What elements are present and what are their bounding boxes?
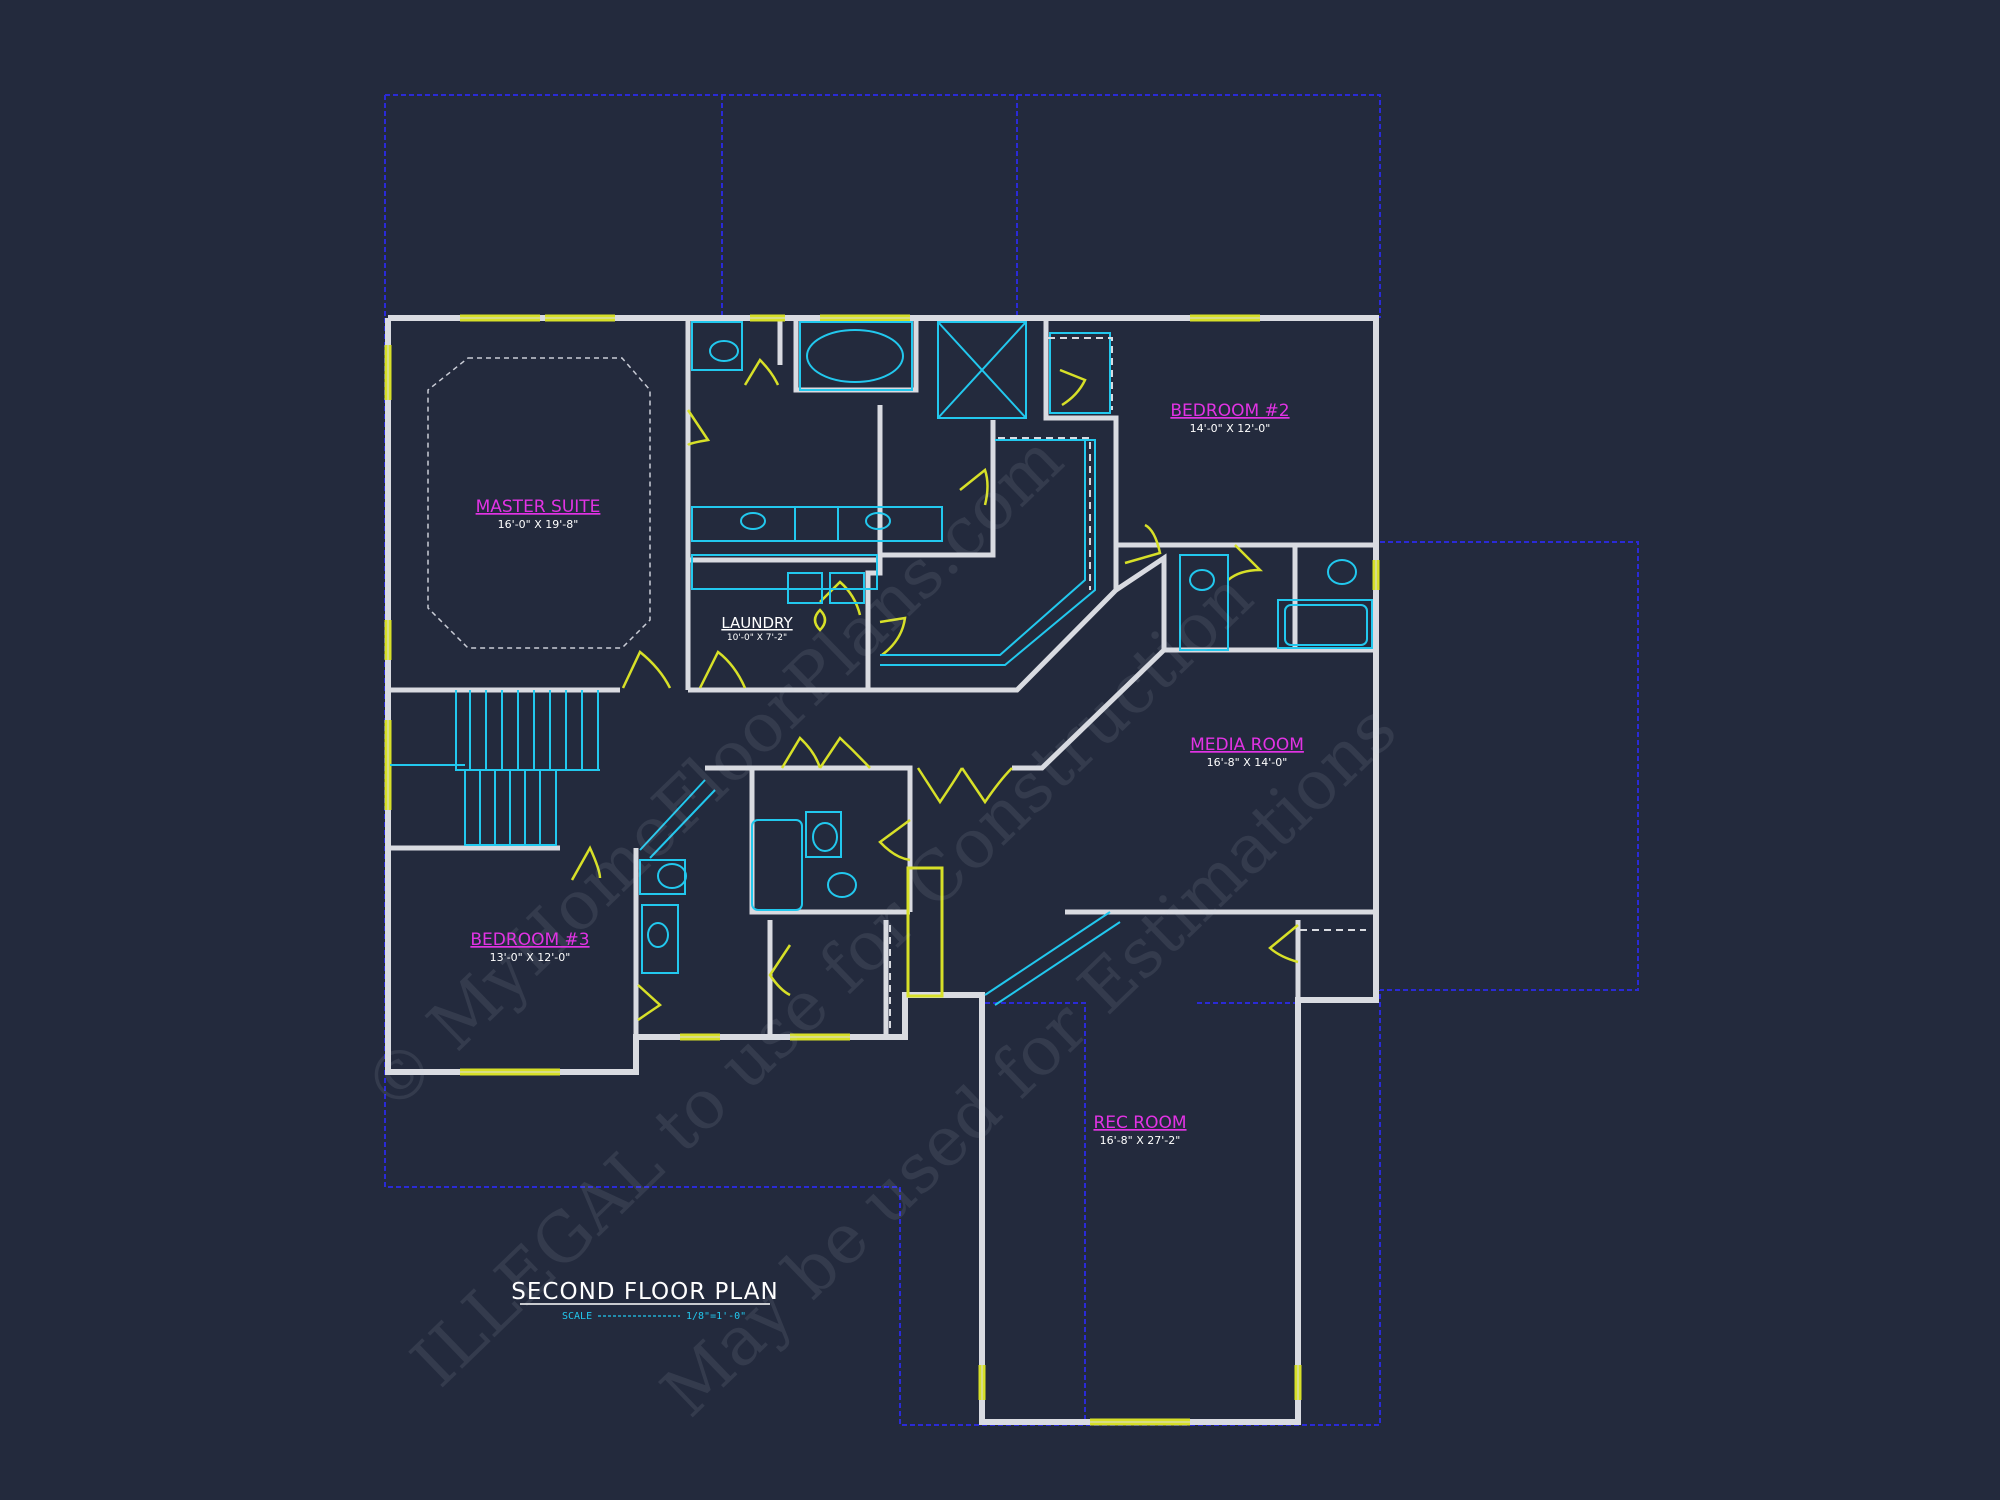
laundry-name: LAUNDRY: [721, 614, 793, 632]
rec-room-dims: 16'-8" X 27'-2": [1100, 1134, 1181, 1147]
master-suite-name: MASTER SUITE: [476, 497, 601, 517]
watermark: © MyHomeFloorPlans.com ILLEGAL to use fo…: [349, 420, 1412, 1432]
rec-room-name: REC ROOM: [1093, 1113, 1186, 1133]
bedroom3-name: BEDROOM #3: [470, 930, 589, 950]
room-labels: MASTER SUITE 16'-0" X 19'-8" LAUNDRY 10'…: [470, 401, 1304, 1147]
windows: [384, 314, 1380, 1426]
svg-text:© MyHomeFloorPlans.com: © MyHomeFloorPlans.com: [349, 420, 1078, 1128]
plan-title: SECOND FLOOR PLAN: [511, 1279, 778, 1305]
plan-title-block: SECOND FLOOR PLAN SCALE 1/8"=1'-0": [511, 1279, 778, 1322]
master-suite-dims: 16'-0" X 19'-8": [498, 518, 579, 531]
scale-label: SCALE: [562, 1311, 592, 1322]
doors: [570, 357, 1299, 1022]
tray-ceiling: [427, 357, 651, 649]
bedroom3-dims: 13'-0" X 12'-0": [490, 951, 571, 964]
bedroom2-dims: 14'-0" X 12'-0": [1190, 422, 1271, 435]
media-room-name: MEDIA ROOM: [1190, 735, 1304, 755]
scale-value: 1/8"=1'-0": [686, 1311, 746, 1322]
closet-shelves: [889, 337, 1366, 1030]
bedroom2-name: BEDROOM #2: [1170, 401, 1289, 421]
fixtures: [390, 321, 1373, 1006]
laundry-dims: 10'-0" X 7'-2": [727, 633, 787, 643]
media-room-dims: 16'-8" X 14'-0": [1207, 756, 1288, 769]
